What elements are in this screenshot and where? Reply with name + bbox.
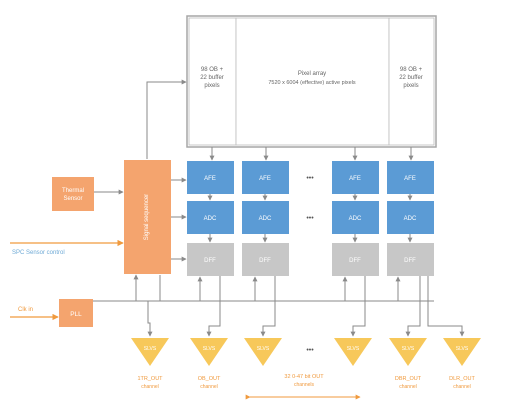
clk-in-label: Clk in	[18, 307, 33, 313]
column-4: AFE ADC DFF	[387, 147, 434, 276]
adc-2-label: ADC	[259, 216, 272, 222]
left-ob-line-3: pixels	[204, 83, 219, 89]
adc-3-label: ADC	[349, 216, 362, 222]
slvs-4-label: SLVS	[347, 346, 360, 352]
dff-4-label: DFF	[404, 258, 416, 264]
afe-3-label: AFE	[349, 176, 361, 182]
output-5-sub: channel	[399, 384, 417, 390]
right-ob-line-3: pixels	[403, 83, 418, 89]
range-label-2: channels	[294, 382, 315, 388]
channel-range-bracket: 32 0-47 bit OUT channels	[245, 374, 361, 400]
spi-control-label: SPC Sensor control	[12, 250, 65, 256]
slvs-driver-4: SLVS	[334, 338, 372, 366]
column-2: AFE ADC DFF	[242, 147, 289, 276]
pll-block: PLL	[59, 299, 93, 327]
thermal-sensor: Thermal Sensor	[52, 177, 94, 211]
right-ob-line-2: 22 buffer	[399, 75, 423, 81]
afe-1-label: AFE	[204, 176, 216, 182]
pixel-array: 98 OB + 22 buffer pixels Pixel array 752…	[186, 15, 437, 148]
adc-4-label: ADC	[404, 216, 417, 222]
output-1-sub: channel	[141, 384, 159, 390]
afe-2-label: AFE	[259, 176, 271, 182]
signal-sequencer: Signal sequencer	[124, 160, 171, 274]
left-ob-line-2: 22 buffer	[200, 75, 224, 81]
dff-1-label: DFF	[204, 258, 216, 264]
right-ob-line-1: 98 OB +	[400, 67, 423, 73]
pll-label: PLL	[70, 311, 82, 318]
output-6-sub: channel	[453, 384, 471, 390]
adc-1-label: ADC	[204, 216, 217, 222]
output-2-sub: channel	[200, 384, 218, 390]
column-1: AFE ADC DFF	[187, 147, 234, 276]
dff-3-label: DFF	[349, 258, 361, 264]
output-6-name: DLR_OUT	[449, 376, 475, 382]
slvs-driver-1: SLVS 1TR_OUT channel	[131, 338, 169, 390]
slvs-6-label: SLVS	[456, 346, 469, 352]
left-ob-line-1: 98 OB +	[201, 67, 224, 73]
signal-sequencer-label: Signal sequencer	[144, 194, 150, 240]
thermal-label-2: Sensor	[63, 196, 82, 202]
slvs-driver-3: SLVS	[244, 338, 282, 366]
ellipsis-afe: •••	[306, 175, 314, 182]
thermal-label-1: Thermal	[62, 188, 84, 194]
output-5-name: DBR_OUT	[395, 376, 422, 382]
slvs-3-label: SLVS	[257, 346, 270, 352]
pixel-array-title: Pixel array	[298, 71, 326, 77]
slvs-5-label: SLVS	[402, 346, 415, 352]
afe-4-label: AFE	[404, 176, 416, 182]
ellipsis-adc: •••	[306, 215, 314, 222]
slvs-2-label: SLVS	[203, 346, 216, 352]
slvs-1-label: SLVS	[144, 346, 157, 352]
ellipsis-outputs: •••	[306, 347, 314, 354]
slvs-driver-2: SLVS OB_OUT channel	[190, 338, 228, 390]
range-label-1: 32 0-47 bit OUT	[284, 374, 324, 380]
column-3: AFE ADC DFF	[332, 147, 379, 276]
pixel-array-desc: 7520 x 6004 (effective) active pixels	[268, 80, 356, 86]
slvs-driver-5: SLVS DBR_OUT channel	[389, 338, 427, 390]
output-1-name: 1TR_OUT	[137, 376, 163, 382]
slvs-driver-6: SLVS DLR_OUT channel	[443, 338, 481, 390]
dff-2-label: DFF	[259, 258, 271, 264]
output-2-name: OB_OUT	[198, 376, 221, 382]
output-drivers: SLVS 1TR_OUT channel SLVS OB_OUT channel…	[131, 338, 481, 390]
